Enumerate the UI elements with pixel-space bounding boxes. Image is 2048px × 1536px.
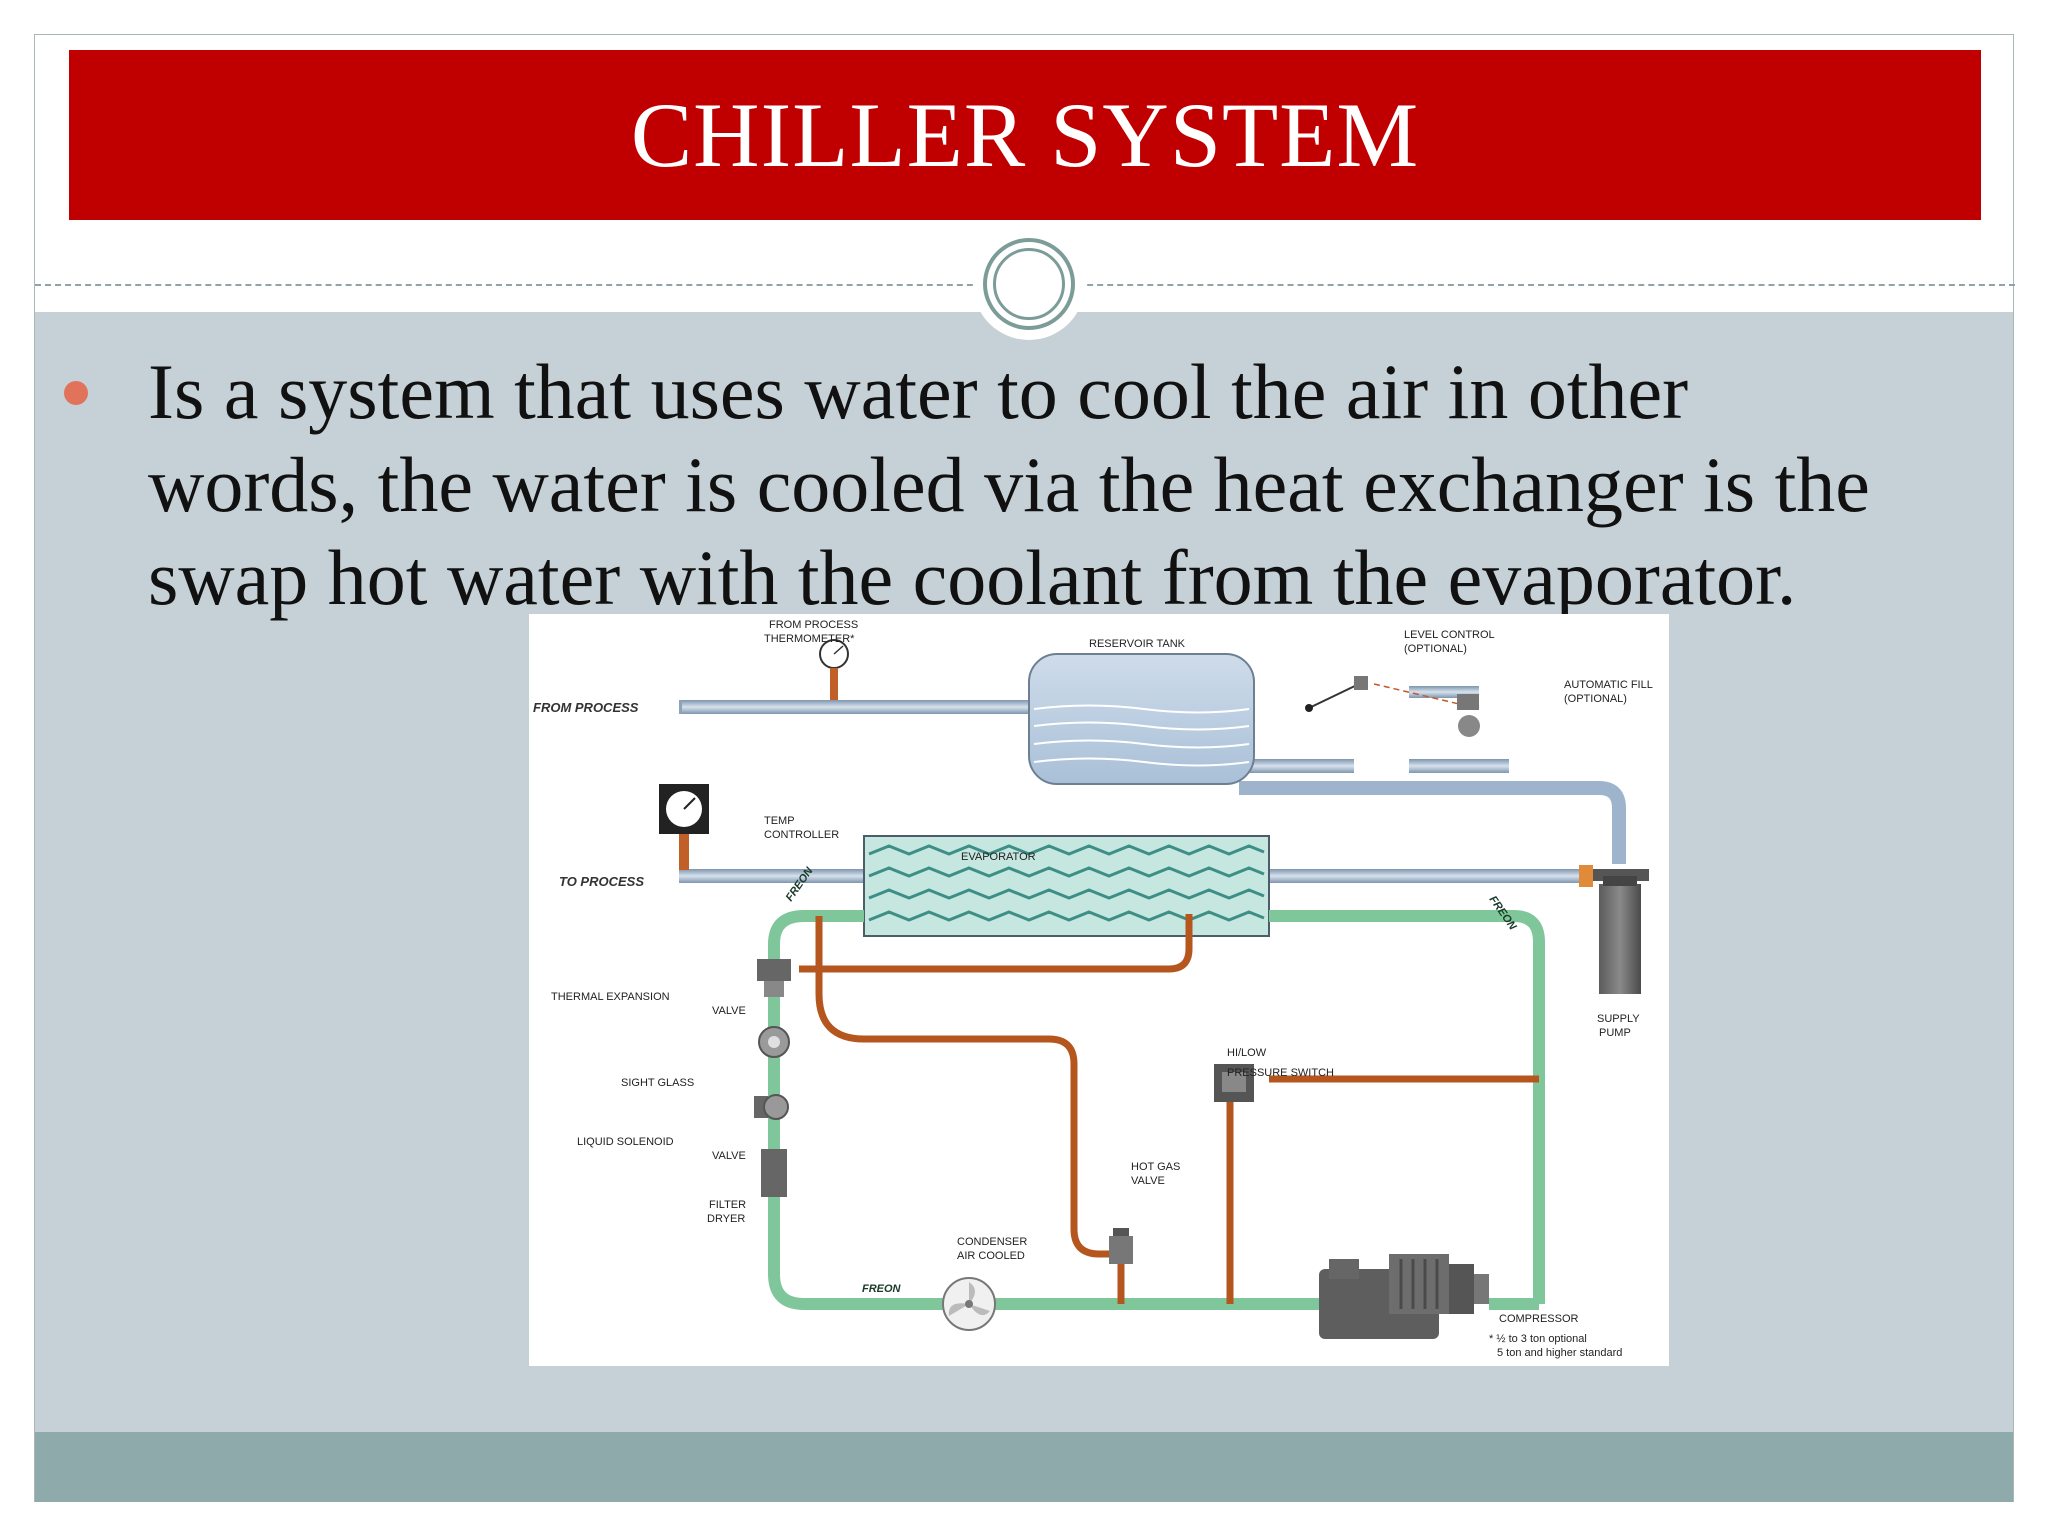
footer-band — [35, 1432, 2013, 1502]
temp-controller-icon — [659, 784, 709, 870]
hot-gas-valve-icon — [1109, 1228, 1133, 1264]
filter-dryer-icon — [761, 1149, 787, 1197]
label-filter-dryer-1: FILTER — [709, 1199, 746, 1211]
label-thermal-expansion-2: VALVE — [712, 1005, 746, 1017]
label-hot-gas-1: HOT GAS — [1131, 1161, 1180, 1173]
label-automatic-fill-1: AUTOMATIC FILL — [1564, 679, 1653, 691]
label-from-process: FROM PROCESS — [533, 700, 639, 715]
label-condenser-2: AIR COOLED — [957, 1250, 1025, 1262]
evaporator — [863, 835, 1270, 937]
reservoir-tank — [1028, 653, 1255, 785]
chiller-diagram: FROM PROCESS THERMOMETER* RESERVOIR TANK… — [529, 614, 1669, 1366]
freon-loop — [768, 910, 1545, 1310]
label-thermal-expansion-1: THERMAL EXPANSION — [551, 991, 670, 1003]
thermometer-icon — [819, 639, 849, 700]
label-from-process-thermometer-1: FROM PROCESS — [769, 619, 858, 631]
hot-gas-lines — [799, 914, 1539, 1304]
title-band: CHILLER SYSTEM — [69, 50, 1981, 220]
sight-glass-icon — [758, 1026, 790, 1058]
label-to-process: TO PROCESS — [559, 874, 644, 889]
label-footnote-2: 5 ton and higher standard — [1497, 1347, 1622, 1359]
divider-ring-icon — [973, 228, 1085, 340]
label-reservoir-tank: RESERVOIR TANK — [1089, 638, 1186, 650]
label-footnote-1: * ½ to 3 ton optional — [1489, 1333, 1587, 1345]
label-liquid-solenoid-2: VALVE — [712, 1150, 746, 1162]
supply-pump-icon — [1599, 876, 1641, 994]
slide-title: CHILLER SYSTEM — [630, 84, 1420, 186]
label-temp-controller-1: TEMP — [764, 815, 795, 827]
label-freon-bottom: FREON — [862, 1283, 902, 1295]
label-compressor: COMPRESSOR — [1499, 1313, 1579, 1325]
label-level-control-2: (OPTIONAL) — [1404, 643, 1467, 655]
label-sight-glass: SIGHT GLASS — [621, 1077, 694, 1089]
level-control — [1305, 676, 1480, 737]
label-supply-pump-1: SUPPLY — [1597, 1013, 1640, 1025]
bullet-text: Is a system that uses water to cool the … — [148, 348, 1870, 621]
label-condenser-1: CONDENSER — [957, 1236, 1027, 1248]
bullet-dot-icon — [64, 381, 88, 405]
label-hot-gas-2: VALVE — [1131, 1175, 1165, 1187]
thermal-expansion-valve-icon — [757, 959, 791, 997]
chiller-diagram-svg: FROM PROCESS THERMOMETER* RESERVOIR TANK… — [533, 619, 1653, 1359]
compressor-icon — [1319, 1254, 1489, 1339]
label-pressure-switch-2: PRESSURE SWITCH — [1227, 1067, 1334, 1079]
label-automatic-fill-2: (OPTIONAL) — [1564, 693, 1627, 705]
label-from-process-thermometer-2: THERMOMETER* — [764, 633, 855, 645]
label-level-control-1: LEVEL CONTROL — [1404, 629, 1495, 641]
label-evaporator: EVAPORATOR — [961, 851, 1036, 863]
condenser-fan-icon — [942, 1277, 996, 1331]
label-filter-dryer-2: DRYER — [707, 1213, 745, 1225]
label-liquid-solenoid-1: LIQUID SOLENOID — [577, 1136, 674, 1148]
hi-low-pressure-switch-icon — [1214, 1064, 1254, 1102]
label-pressure-switch-1: HI/LOW — [1227, 1047, 1267, 1059]
label-temp-controller-2: CONTROLLER — [764, 829, 839, 841]
label-supply-pump-2: PUMP — [1599, 1027, 1631, 1039]
liquid-solenoid-valve-icon — [754, 1094, 789, 1120]
